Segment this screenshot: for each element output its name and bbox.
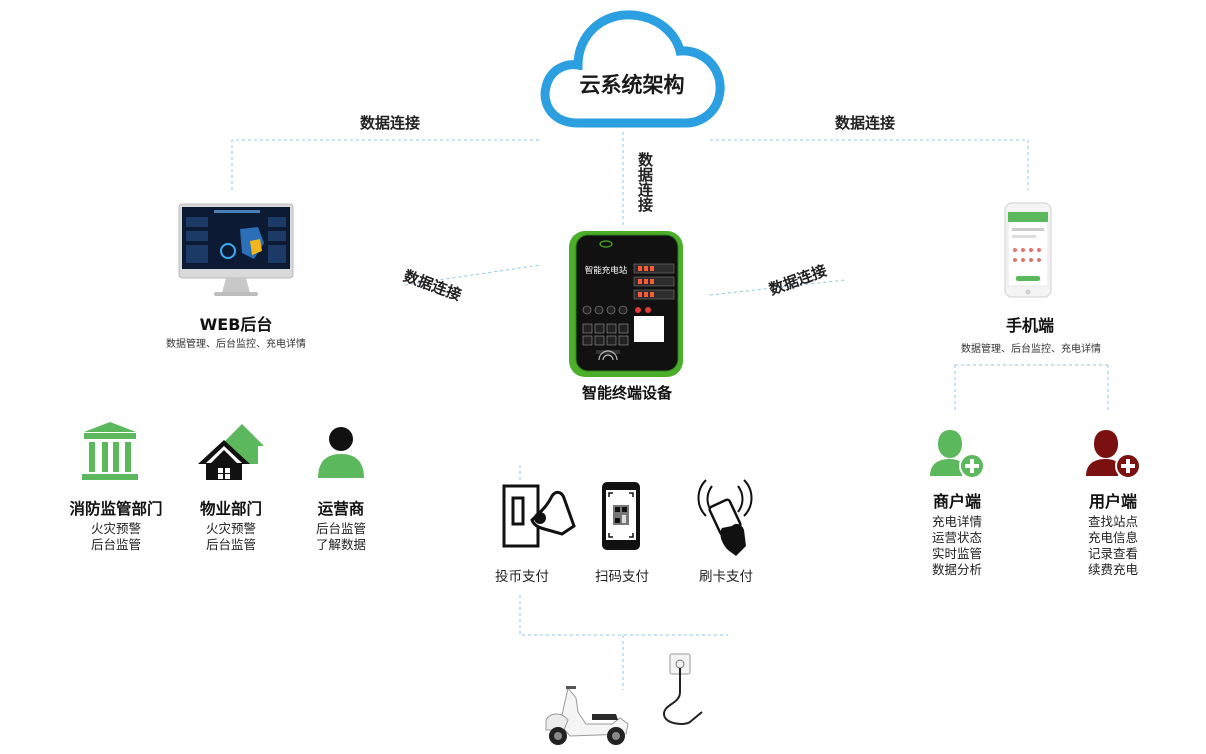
connection-label-cloud-device: 数据连接 <box>636 152 654 212</box>
phone-icon <box>1004 202 1052 298</box>
user-node <box>1084 428 1142 479</box>
person-icon <box>318 427 364 478</box>
merchant-line-4: 数据分析 <box>931 562 982 577</box>
department-property-line-2: 后台监管 <box>205 537 256 552</box>
monitor-icon <box>178 203 294 296</box>
user-line-2: 充电信息 <box>1087 530 1138 545</box>
payment-qr <box>600 480 642 552</box>
merchant-line-3: 实时监管 <box>931 546 982 561</box>
wall-socket <box>660 652 706 738</box>
department-fire-line-1: 火灾预警 <box>90 521 141 536</box>
department-operator-name: 运营商 <box>317 500 365 518</box>
payment-qr-label: 扫码支付 <box>595 569 649 585</box>
merchant-line-2: 运营状态 <box>931 530 982 545</box>
card-swipe-icon <box>697 479 753 556</box>
department-operator-line-2: 了解数据 <box>315 537 366 552</box>
merchant-title: 商户端 <box>932 492 981 511</box>
user-add-icon <box>1086 430 1141 479</box>
department-operator-line-1: 后台监管 <box>315 521 366 536</box>
mobile-phone <box>1004 202 1052 298</box>
smart-terminal-device: 智能充电站 <box>568 230 684 378</box>
department-fire-line-2: 后台监管 <box>90 537 141 552</box>
socket-icon <box>662 653 703 725</box>
payment-coin-label: 投币支付 <box>495 569 549 585</box>
mobile-desc: 数据管理、后台监控、充电详情 <box>961 344 1101 355</box>
connection-label-cloud-web: 数据连接 <box>360 114 421 132</box>
department-fire-name: 消防监管部门 <box>69 500 163 518</box>
mobile-title: 手机端 <box>1005 316 1054 335</box>
web-desc: 数据管理、后台监控、充电详情 <box>166 339 306 350</box>
cloud-icon <box>540 10 725 128</box>
web-monitor <box>178 203 294 298</box>
charging-station-icon <box>569 231 683 377</box>
coin-insert-icon <box>502 484 576 548</box>
department-operator <box>316 426 366 478</box>
department-property <box>196 420 266 482</box>
qr-phone-icon <box>602 482 640 550</box>
connection-label-cloud-mobile: 数据连接 <box>835 114 896 132</box>
merchant-add-icon <box>930 430 985 479</box>
department-property-name: 物业部门 <box>199 500 262 518</box>
user-title: 用户端 <box>1088 492 1137 511</box>
electric-scooter <box>540 684 634 748</box>
payment-card-label: 刷卡支付 <box>699 569 753 585</box>
web-title: WEB后台 <box>199 315 273 334</box>
device-title: 智能终端设备 <box>581 384 672 402</box>
device-screen-title: 智能充电站 <box>584 266 628 276</box>
merchant-line-1: 充电详情 <box>931 514 982 529</box>
user-line-3: 记录查看 <box>1087 546 1138 561</box>
department-property-line-1: 火灾预警 <box>205 521 256 536</box>
payment-coin <box>500 484 578 550</box>
cloud-label: 云系统架构 <box>579 73 685 97</box>
building-icon <box>82 422 138 480</box>
cloud-node: 云系统架构 <box>538 5 726 129</box>
scooter-icon <box>545 686 629 745</box>
merchant-node <box>928 428 986 479</box>
payment-card <box>692 474 758 558</box>
user-line-4: 续费充电 <box>1087 562 1138 577</box>
department-fire <box>80 420 140 482</box>
user-line-1: 查找站点 <box>1087 514 1138 529</box>
house-icon <box>198 424 264 480</box>
